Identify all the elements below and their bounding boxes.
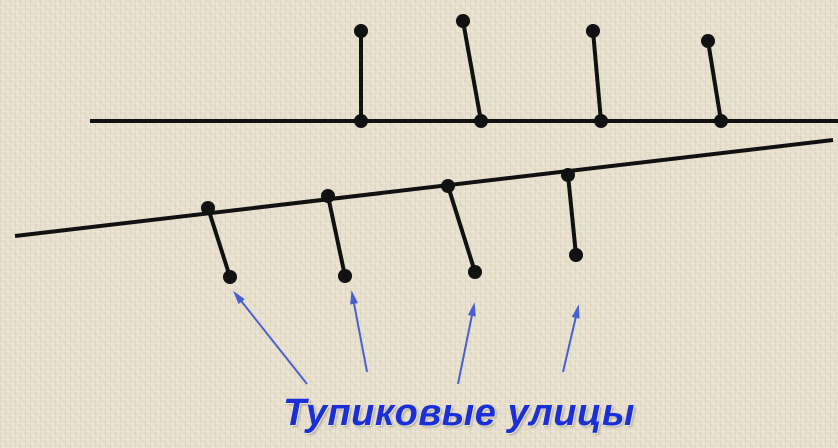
upper-cul-de-sac-2 xyxy=(456,14,488,128)
upper-cul-de-sac-1 xyxy=(354,24,368,128)
arrow-1 xyxy=(233,290,308,385)
arrow-3 xyxy=(457,302,476,385)
lower-cul-de-sac-2 xyxy=(321,189,352,283)
lower-cul-de-sac-3 xyxy=(441,179,482,279)
caption-dead-end-streets: Тупиковые улицы xyxy=(283,392,635,434)
lower-cul-de-sac-1 xyxy=(201,201,237,284)
upper-cul-de-sac-3 xyxy=(586,24,608,128)
upper-cul-de-sac-4 xyxy=(701,34,728,128)
arrow-2 xyxy=(350,290,368,373)
lower-cul-de-sac-4 xyxy=(561,168,583,262)
arrow-4 xyxy=(562,304,580,373)
lower-main-street xyxy=(14,138,834,238)
